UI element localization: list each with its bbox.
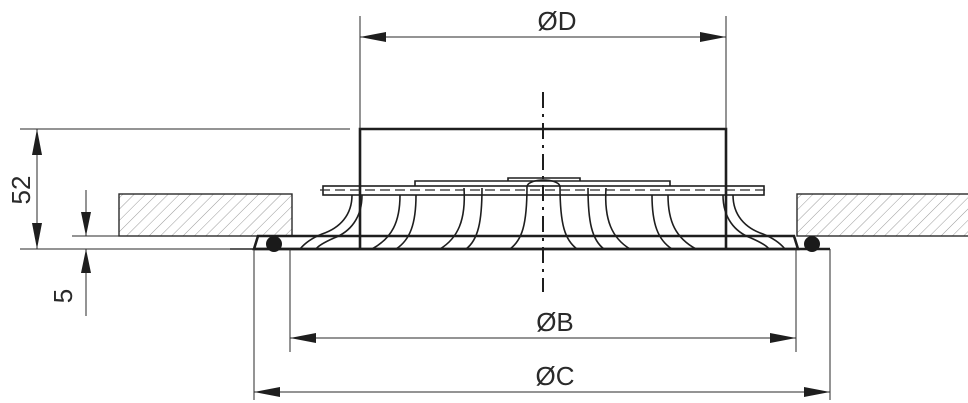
swirl-blades bbox=[299, 179, 786, 250]
dimension-offset-label: 5 bbox=[48, 289, 78, 303]
ceiling-panel-left bbox=[118, 193, 293, 237]
dimension-height: 52 bbox=[6, 128, 350, 250]
ceiling-panel-right bbox=[796, 193, 968, 237]
seal-left bbox=[266, 236, 282, 252]
diffuser-body bbox=[230, 127, 830, 251]
dimension-c: ØC bbox=[253, 249, 831, 400]
dimension-b-label: ØB bbox=[536, 307, 574, 337]
dimension-d-label: ØD bbox=[538, 6, 577, 36]
dimension-offset: 5 bbox=[48, 190, 119, 316]
dimension-b: ØB bbox=[289, 249, 797, 352]
dimension-d: ØD bbox=[359, 6, 727, 129]
dimension-height-label: 52 bbox=[6, 176, 36, 205]
seal-right bbox=[804, 236, 820, 252]
dimension-c-label: ØC bbox=[536, 361, 575, 391]
